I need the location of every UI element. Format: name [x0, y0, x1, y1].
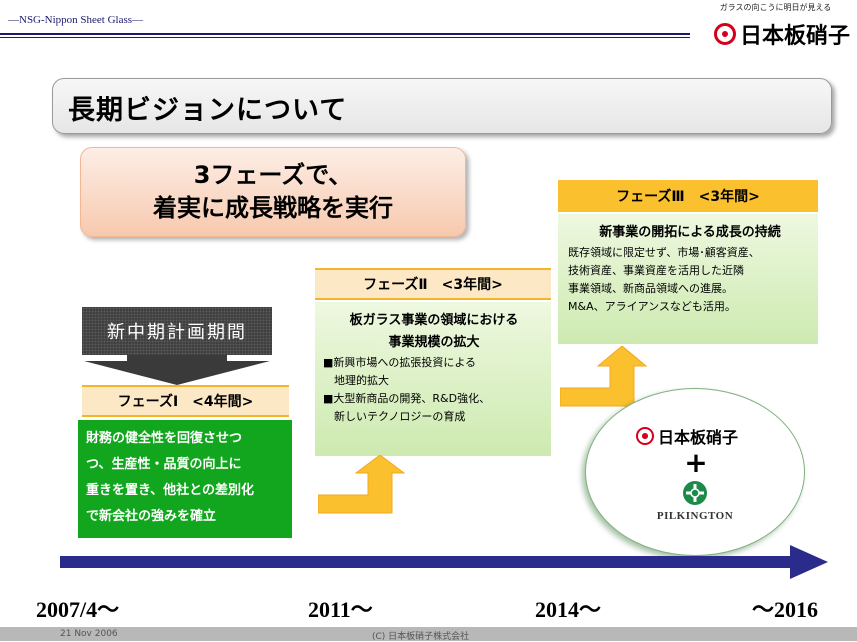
slide-title: 長期ビジョンについて	[68, 95, 348, 126]
phase-2-line: 新しいテクノロジーの育成	[323, 410, 466, 423]
timeline-arrow	[60, 545, 828, 579]
phase-3-heading: 新事業の開拓による成長の持続	[599, 225, 781, 240]
slogan-line-2: 着実に成長戦略を実行	[153, 194, 393, 222]
merger-circle	[585, 388, 805, 556]
phase-3-line: 事業領域、新商品領域への進展。	[568, 282, 733, 295]
pilkington-wordmark: PILKINGTON	[656, 510, 734, 522]
plan-period-box: 新中期計画期間	[82, 307, 272, 355]
merger-logo-text: 日本板硝子	[658, 428, 739, 447]
phase-1-line: 財務の健全性を回復させつ	[86, 431, 243, 446]
slogan-box: 3フェーズで、 着実に成長戦略を実行	[80, 147, 466, 237]
phase-2-line: ■新興市場への拡張投資による	[323, 356, 477, 369]
phase-3-line: M&A、アライアンスなども活用。	[568, 300, 736, 313]
header-logo: 日本板硝子	[714, 18, 850, 50]
phase-3-panel: 新事業の開拓による成長の持続 既存領域に限定せず、市場･顧客資産、 技術資産、事…	[558, 214, 818, 344]
plus-sign: +	[684, 446, 708, 479]
year-label: ～2016	[752, 597, 819, 622]
phase-1-panel: 財務の健全性を回復させつ つ、生産性・品質の向上に 重きを置き、他社との差別化 …	[78, 420, 292, 538]
phase-2-header: フェーズⅡ <3年間>	[315, 268, 551, 300]
phase-2-panel: 板ガラス事業の領域における 事業規模の拡大 ■新興市場への拡張投資による 地理的…	[315, 302, 551, 456]
tagline: ガラスの向こうに明日が見える	[719, 3, 832, 12]
year-label: 2007/4～	[36, 597, 120, 622]
step-up-arrow-icon	[318, 455, 406, 514]
phase-2-heading: 板ガラス事業の領域における	[349, 313, 519, 328]
company-tag-text: NSG-Nippon Sheet Glass	[19, 14, 133, 26]
phase-3-line: 技術資産、事業資産を活用した近隣	[568, 264, 744, 277]
step-up-arrow-icon	[560, 346, 648, 407]
company-tag: —NSG-Nippon Sheet Glass—	[6, 14, 146, 26]
nsg-logo-icon	[714, 23, 736, 45]
phase-3-header: フェーズⅢ <3年間>	[558, 180, 818, 212]
footer-date: 21 Nov 2006	[60, 629, 118, 639]
phase-2-heading: 事業規模の拡大	[388, 335, 480, 350]
year-label: 2011～	[308, 597, 373, 622]
phase-1-line: で新会社の強みを確立	[86, 509, 217, 524]
phase-1-line: つ、生産性・品質の向上に	[86, 457, 242, 472]
year-label: 2014～	[535, 597, 602, 622]
header-rule-thin	[0, 37, 690, 38]
header-rule	[0, 33, 690, 35]
footer-bar	[0, 627, 857, 641]
title-box	[52, 78, 832, 134]
phase-2-line: ■大型新商品の開発、R&D強化、	[323, 392, 491, 405]
footer-copyright: (C) 日本板硝子株式会社	[372, 632, 470, 642]
phase-3-line: 既存領域に限定せず、市場･顧客資産、	[568, 246, 760, 259]
phase-2-line: 地理的拡大	[323, 374, 389, 387]
plan-down-arrow-icon	[84, 355, 270, 385]
slogan-line-1: 3フェーズで、	[193, 161, 353, 189]
nsg-logo-icon	[636, 427, 654, 445]
pilkington-emblem-icon	[683, 481, 707, 505]
phase-1-line: 重きを置き、他社との差別化	[86, 483, 254, 498]
phase-1-header: フェーズⅠ <4年間>	[82, 385, 289, 417]
merger-logo: 日本板硝子	[636, 424, 738, 448]
header-logo-text: 日本板硝子	[740, 24, 851, 49]
